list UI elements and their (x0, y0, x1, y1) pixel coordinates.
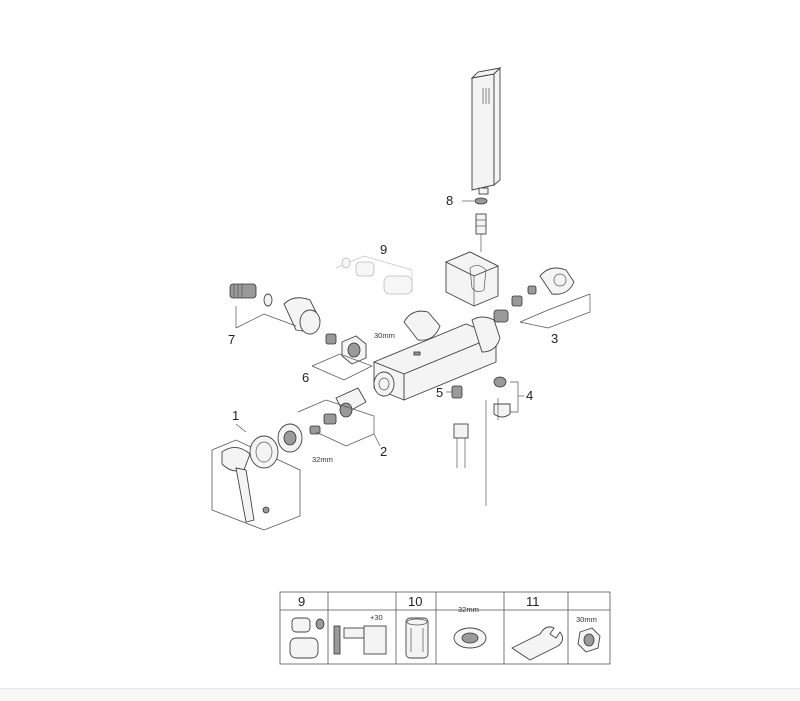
callout-3: 3 (551, 331, 558, 346)
inlet-assembly-part-7: 7 (228, 283, 321, 347)
table-header-11: 11 (526, 594, 540, 609)
accessory-table: 9 10 11 +30 32mm 30mm (279, 591, 611, 665)
table-dimension-32mm: 32mm (458, 605, 479, 614)
cartridge-part-2: 2 (297, 387, 387, 459)
callout-8: 8 (446, 193, 453, 208)
footer-strip (0, 688, 800, 701)
callout-4: 4 (526, 388, 533, 403)
callout-1: 1 (232, 408, 239, 423)
washer-part-8 (474, 197, 488, 205)
callout-5: 5 (436, 385, 443, 400)
inlet-assembly-part-3: 3 (493, 267, 591, 346)
callout-9: 9 (380, 242, 387, 257)
ring-dimension-32mm: 32mm (312, 455, 333, 464)
nut-part-6: 30mm 6 (302, 331, 395, 385)
hand-shower (470, 66, 502, 195)
offset-label-plus-30: +30 (370, 613, 383, 622)
callout-7: 7 (228, 332, 235, 347)
extension-set-part-9: 9 (335, 242, 413, 295)
diverter-part-4: 4 (493, 376, 533, 420)
lever-handle-part-1: 1 32mm (211, 408, 333, 531)
mixer-body (372, 310, 501, 401)
shower-holder (444, 251, 500, 307)
nipple-part-5: 5 (436, 385, 463, 400)
table-header-10: 10 (408, 594, 422, 609)
shower-hose (453, 400, 487, 506)
nut-dimension-30mm: 30mm (374, 331, 395, 340)
table-header-9: 9 (298, 594, 305, 609)
callout-2: 2 (380, 444, 387, 459)
callout-6: 6 (302, 370, 309, 385)
hose-connector (475, 213, 487, 252)
table-dimension-30mm: 30mm (576, 615, 597, 624)
